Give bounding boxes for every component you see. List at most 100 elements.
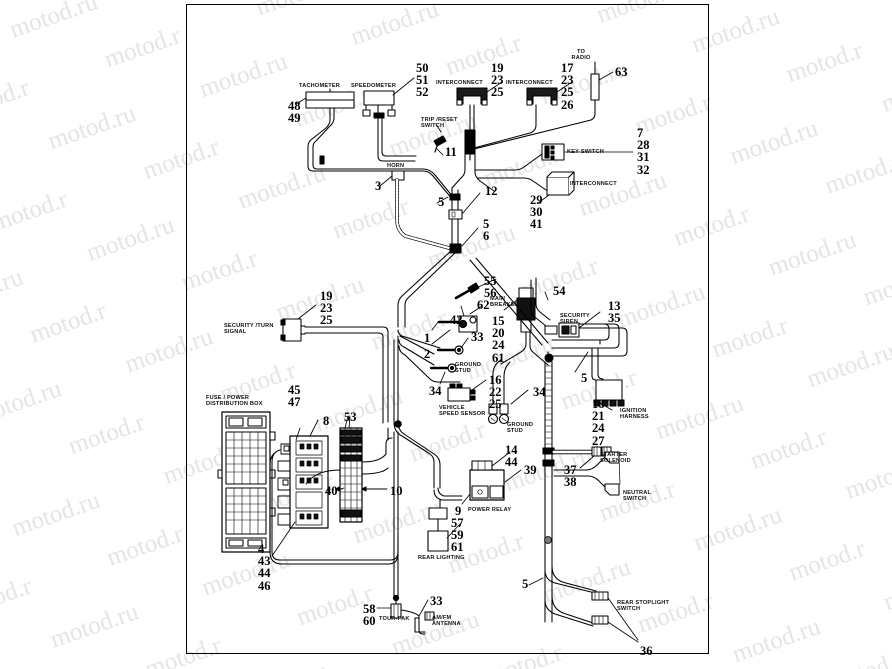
callout-number: 53 xyxy=(344,410,357,424)
component-label-power-relay: POWER RELAY xyxy=(468,507,512,513)
callout-number: 33 xyxy=(471,330,484,344)
component-label-interconnect-3: INTERCONNECT xyxy=(570,181,617,187)
callout-c-62: 62 xyxy=(477,298,490,312)
callout-c-5-bottom: 5 xyxy=(522,577,529,591)
callout-c-3: 3 xyxy=(375,179,382,193)
component-label-tachometer: TACHOMETER xyxy=(299,83,341,89)
callout-number: 31 xyxy=(637,150,650,165)
callout-number: 27 xyxy=(592,433,605,448)
callout-c-54: 54 xyxy=(553,284,566,298)
callout-c-5-mid: 5 xyxy=(581,371,588,385)
callout-number: 25 xyxy=(320,313,333,328)
callout-number: 49 xyxy=(288,111,301,126)
callout-c-1: 1 xyxy=(424,331,431,345)
callout-c-39: 39 xyxy=(524,463,537,477)
callout-number: 3 xyxy=(375,179,382,193)
component-label-speedometer: SPEEDOMETER xyxy=(351,83,397,89)
callout-number: 32 xyxy=(637,162,650,177)
callout-number: 38 xyxy=(564,475,577,490)
callout-c-2: 2 xyxy=(424,348,430,361)
callout-c-12: 12 xyxy=(485,184,498,198)
callout-number: 44 xyxy=(258,566,271,581)
component-label-horn: HORN xyxy=(387,163,405,169)
callout-c-5-top: 5 xyxy=(438,195,445,209)
callout-c-8: 8 xyxy=(323,414,330,428)
component-label-key-switch: KEY SWITCH xyxy=(567,149,605,155)
callout-number: 61 xyxy=(492,350,505,365)
callout-number: 46 xyxy=(258,578,271,593)
callout-c-33-a: 33 xyxy=(471,330,484,344)
callout-number: 61 xyxy=(451,540,464,555)
callout-number: 25 xyxy=(489,397,502,412)
callout-c-11: 11 xyxy=(445,145,457,159)
callout-number: 10 xyxy=(390,484,403,498)
callout-number: 44 xyxy=(505,455,518,470)
callout-number: 5 xyxy=(438,195,445,209)
callout-number: 52 xyxy=(416,85,429,100)
callout-number: 24 xyxy=(592,421,605,436)
component-label-tour-pak: TOUR-PAK xyxy=(379,616,410,622)
callout-number: 5 xyxy=(581,371,588,385)
callout-c-34-a: 34 xyxy=(429,384,442,398)
callout-number: 34 xyxy=(533,385,546,399)
component-label-interconnect-2: INTERCONNECT xyxy=(506,80,553,86)
callout-c-40: 40 xyxy=(325,484,338,498)
callout-number: 47 xyxy=(288,395,301,410)
callout-number: 34 xyxy=(429,384,442,398)
callout-c-34-b: 34 xyxy=(533,385,546,399)
callout-number: 5 xyxy=(522,577,529,591)
callout-c-36: 36 xyxy=(640,644,653,658)
callout-c-33-b: 33 xyxy=(430,594,443,608)
callout-number: 6 xyxy=(483,229,490,244)
callout-number: 1 xyxy=(424,331,431,345)
callout-number: 60 xyxy=(363,614,376,629)
callout-number: 25 xyxy=(561,85,574,100)
callout-number: 24 xyxy=(492,338,505,353)
callout-number: 12 xyxy=(485,184,498,198)
callout-c-10: 10 xyxy=(390,484,403,498)
callout-number: 54 xyxy=(553,284,566,298)
callout-number: 63 xyxy=(615,65,628,79)
callout-number: 33 xyxy=(430,594,443,608)
callout-number: 36 xyxy=(640,644,653,658)
callout-number: 8 xyxy=(323,414,330,428)
callout-c-53: 53 xyxy=(344,410,357,424)
callout-c-63: 63 xyxy=(615,65,628,79)
callout-number: 40 xyxy=(325,484,338,498)
callout-number: 62 xyxy=(477,298,490,312)
callout-number: 35 xyxy=(608,311,621,326)
callout-number: 26 xyxy=(561,97,574,112)
component-label-rear-lighting: REAR LIGHTING xyxy=(418,555,465,561)
callout-number: 11 xyxy=(445,145,457,159)
callout-number: 25 xyxy=(491,85,504,100)
callout-number: 39 xyxy=(524,463,537,477)
callout-number: 41 xyxy=(530,217,543,232)
